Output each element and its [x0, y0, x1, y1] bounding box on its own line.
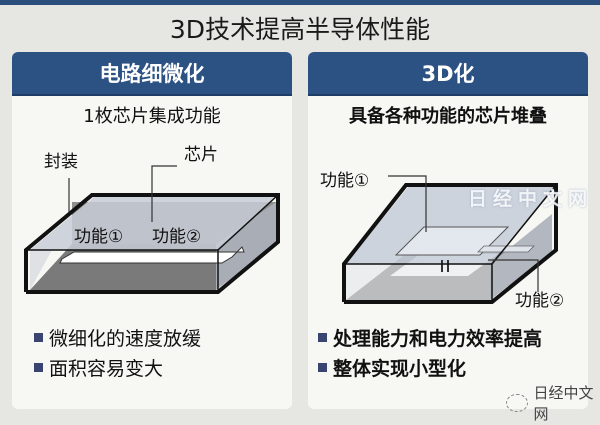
label-function-2: 功能②	[152, 227, 202, 247]
label-function-2: 功能②	[515, 291, 565, 311]
diagram-watermark: 日经中文网	[468, 188, 594, 210]
panel-header: 电路细微化	[12, 52, 292, 96]
panel-miniaturization: 电路细微化 1枚芯片集成功能 封装 芯片 功能① 功能② 微细化的速度放缓	[12, 52, 292, 409]
bullet-item: 整体实现小型化	[318, 352, 542, 382]
bullet-list: 处理能力和电力效率提高 整体实现小型化	[318, 322, 542, 382]
label-function-1: 功能①	[74, 227, 124, 247]
bullet-square-icon	[318, 332, 327, 342]
bullet-square-icon	[34, 362, 43, 372]
bullet-square-icon	[318, 362, 327, 372]
panel-3d: 3D化 具备各种功能的芯片堆叠 功能① 功能② 处理能力和电力效率提	[308, 52, 588, 409]
bullet-square-icon	[34, 332, 43, 342]
bullet-item: 处理能力和电力效率提高	[318, 322, 542, 352]
stacked-chip-package-diagram	[342, 175, 558, 304]
label-chip: 芯片	[184, 145, 218, 165]
top-bar	[0, 0, 600, 5]
label-package: 封装	[44, 152, 78, 172]
single-chip-package-diagram	[24, 165, 280, 294]
label-function-1: 功能①	[320, 171, 370, 191]
footer-watermark: 日经中文网	[506, 382, 600, 424]
panel-header: 3D化	[308, 52, 588, 96]
bullet-list: 微细化的速度放缓 面积容易变大	[34, 322, 201, 382]
bullet-item: 微细化的速度放缓	[34, 322, 201, 352]
bullet-item: 面积容易变大	[34, 352, 201, 382]
wechat-logo-icon	[506, 394, 528, 412]
page-title: 3D技术提高半导体性能	[169, 15, 431, 44]
panel-subtitle: 1枚芯片集成功能	[83, 106, 221, 127]
panel-subtitle: 具备各种功能的芯片堆叠	[349, 106, 547, 127]
